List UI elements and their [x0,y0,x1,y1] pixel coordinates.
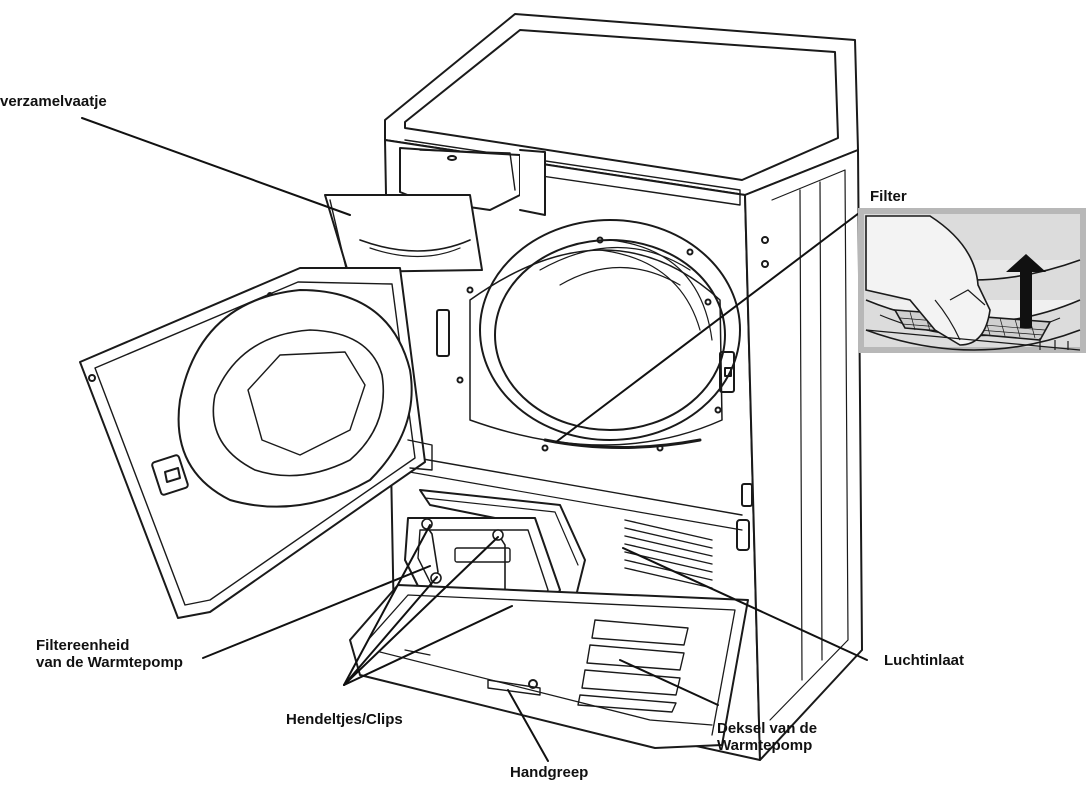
leader-heat-pump-filter [202,565,431,659]
label-filter: Filter [870,188,907,205]
label-water-container: verzamelvaatje [0,93,107,110]
label-heat-pump-filter-unit: Filtereenheid van de Warmtepomp [36,637,183,671]
label-air-inlet: Luchtinlaat [884,652,965,669]
leader-filter [555,209,864,443]
leader-cover [619,659,719,706]
leader-clips-1 [343,524,431,686]
label-heat-pump-cover-line1: Deksel van de [717,720,818,737]
label-heat-pump-filter-unit-line1: Filtereenheid [36,637,130,654]
air-inlet-grille [624,519,713,589]
label-heat-pump-cover: Deksel van de Warmtepomp [717,720,817,754]
label-heat-pump-filter-unit-line2: van de Warmtepomp [36,654,183,671]
leader-handle [507,689,549,762]
up-arrow-icon [1006,254,1046,328]
leader-water-container [81,117,351,216]
leader-clips-2 [343,576,438,686]
leader-clips-3 [343,536,499,686]
open-door [79,267,433,619]
label-heat-pump-cover-line2: Warmtepomp [717,737,813,754]
label-handle: Handgreep [510,764,589,781]
filter-inset [858,208,1086,353]
leader-lines [81,117,868,762]
leader-clips-4 [343,605,513,686]
label-levers-clips: Hendeltjes/Clips [286,711,403,728]
leader-air-inlet [622,547,868,661]
water-container-drawer [324,147,546,273]
